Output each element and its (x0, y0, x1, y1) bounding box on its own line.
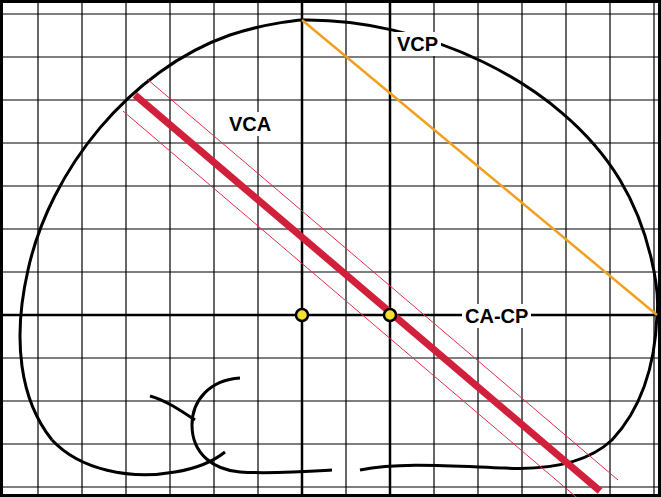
ca-cp-axis (2, 314, 659, 317)
anterior-commissure-dot (296, 309, 308, 321)
grid-line (2, 56, 659, 57)
posterior-commissure-dot (384, 309, 396, 321)
vcp-plane-line (302, 20, 657, 315)
grid-line (2, 400, 659, 401)
grid-line (213, 2, 214, 495)
grid-line (2, 357, 659, 358)
grid-line (433, 2, 434, 495)
grid-line (2, 271, 659, 272)
grid-line (653, 2, 654, 495)
vca-plane-line (135, 95, 600, 491)
brain-outline (20, 20, 658, 470)
grid-line (2, 142, 659, 143)
grid-line (257, 2, 258, 495)
grid-line (2, 443, 659, 444)
grid-line (2, 99, 659, 100)
slice-edge (123, 111, 582, 497)
grid-line (2, 228, 659, 229)
temporal-lobe (52, 440, 225, 475)
axis-label: VCA (226, 112, 274, 136)
grid-line (2, 486, 659, 487)
grid-line (565, 2, 566, 495)
axis-label: CA-CP (462, 304, 531, 328)
slice-edge (147, 79, 618, 480)
grid-line (609, 2, 610, 495)
grid-line (2, 13, 659, 14)
vca-axis (301, 2, 304, 495)
grid-line (81, 2, 82, 495)
brainstem-outline (192, 378, 332, 473)
grid-line (169, 2, 170, 495)
grid-line (125, 2, 126, 495)
grid-line (477, 2, 478, 495)
grid-line (2, 185, 659, 186)
brainstem-edge (150, 396, 195, 420)
axis-label: VCP (394, 32, 441, 56)
vcp-axis (389, 2, 392, 495)
grid-line (389, 2, 390, 495)
